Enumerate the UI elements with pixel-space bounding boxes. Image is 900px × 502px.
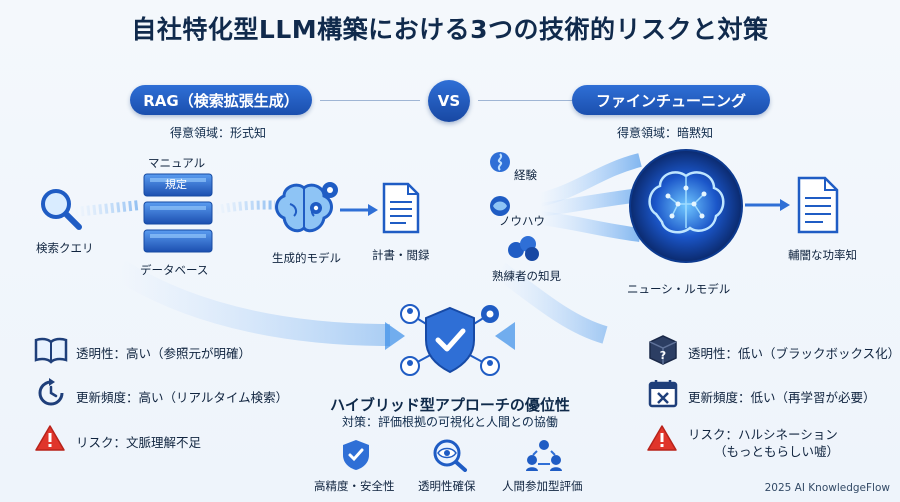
output-label: 輔闇な功率知: [788, 248, 857, 262]
flow-knowledge-1: [538, 153, 642, 207]
rag-transparency: 透明性：高い（参照元が明確）: [76, 346, 252, 361]
calendar-x-icon: [648, 380, 678, 408]
ft-risk-sub: （もっともらしい嘘）: [714, 444, 840, 459]
rule-label: 規定: [165, 178, 187, 191]
vs-badge: VS: [428, 80, 470, 122]
knowhow-icon: [490, 196, 510, 216]
footer-credit: 2025 AI KnowledgeFlow: [764, 482, 890, 494]
manual-label: マニュアル: [148, 156, 206, 170]
shield-check-icon: [343, 440, 369, 470]
page-title: 自社特化型LLM構築における3つの技術的リスクと対策: [131, 15, 769, 44]
rag-pill: RAG（検索拡張生成）: [130, 85, 312, 115]
ft-transparency: 透明性：低い（ブラックボックス化）: [688, 346, 900, 361]
flow-knowledge-3: [539, 211, 641, 242]
arrow-model-docs-head: [368, 204, 378, 216]
model-label: 生成的モデル: [272, 251, 341, 265]
rag-domain: 得意領域：形式知: [170, 126, 267, 140]
expert-cluster-icon: [508, 236, 539, 261]
hybrid-title: ハイブリッド型アプローチの優位性: [330, 396, 570, 414]
flow-knowledge-2: [539, 188, 641, 217]
divider-right: [478, 100, 578, 101]
question-box-icon: ?: [649, 335, 677, 365]
neural-brain-icon: [629, 149, 743, 263]
experience-label: 経験: [514, 168, 537, 182]
benefit-accuracy: 高精度・安全性: [314, 479, 395, 493]
output-document-icon: [797, 176, 839, 234]
svg-text:?: ?: [660, 349, 666, 362]
finetune-pill: ファインチューニング: [572, 85, 770, 115]
knowhow-label: ノウハウ: [499, 214, 545, 228]
flow-db-model: [214, 200, 276, 215]
hybrid-subtitle: 対策：評価根拠の可視化と人間との協働: [342, 415, 558, 429]
flow-query-db: [74, 200, 141, 217]
benefit-human: 人間参加型評価: [502, 479, 583, 493]
database-icon: [143, 173, 213, 253]
clock-refresh-icon: [38, 378, 64, 406]
flow-right-to-hybrid: [494, 262, 608, 344]
ft-risk: リスク：ハルシネーション: [688, 427, 838, 442]
book-icon: [34, 337, 68, 364]
document-icon: [382, 182, 420, 234]
flow-left-to-hybrid: [114, 260, 391, 346]
warning-icon: [35, 425, 65, 451]
flow-right-head: [495, 322, 515, 350]
docs-label: 計書・閲録: [372, 248, 430, 262]
magnifier-icon: [41, 189, 82, 230]
divider-left: [320, 100, 420, 101]
hybrid-shield-network-icon: [400, 304, 500, 376]
brain-gear-icon: [275, 182, 338, 233]
rag-risk: リスク：文脈理解不足: [76, 435, 202, 450]
benefit-transparency: 透明性確保: [418, 479, 476, 493]
ft-update: 更新頻度：低い（再学習が必要）: [688, 390, 876, 405]
warning-icon: [647, 425, 677, 451]
eye-search-icon: [433, 439, 467, 472]
people-icon: [526, 440, 562, 471]
experience-icon: [490, 152, 510, 172]
neural-label: ニューシ・ルモデル: [627, 282, 731, 296]
flow-left-head: [385, 322, 405, 350]
rag-update: 更新頻度：高い（リアルタイム検索）: [76, 390, 289, 405]
arrow-neural-output-head: [780, 199, 790, 211]
query-label: 検索クエリ: [36, 241, 94, 255]
finetune-domain: 得意領域：暗黙知: [617, 126, 714, 140]
expert-label: 熟練者の知見: [492, 269, 561, 283]
database-label: データベース: [140, 263, 209, 277]
